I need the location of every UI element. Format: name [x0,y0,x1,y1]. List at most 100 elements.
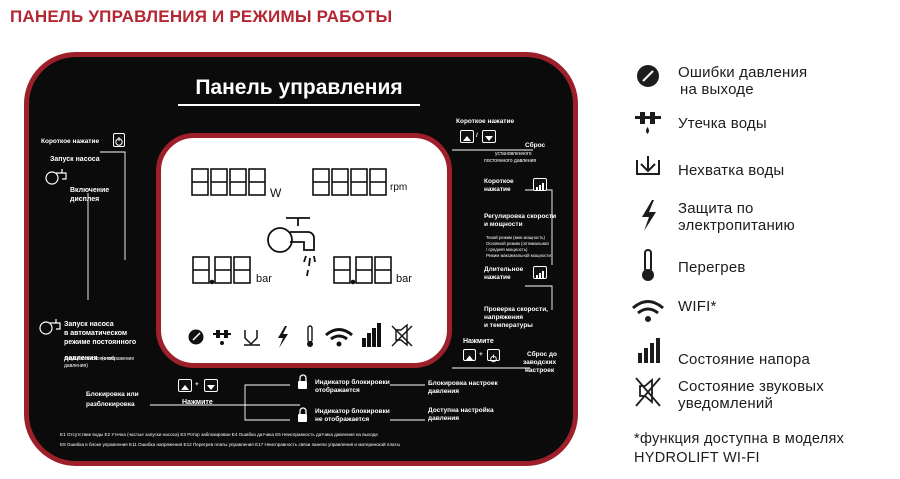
bars-icon [536,183,544,191]
pressure-unit-right: bar [396,273,412,285]
power-button-combo[interactable] [487,349,500,363]
mode-main-2: / средняя мощность) [486,247,528,252]
up-button[interactable] [460,130,474,143]
auto-label-4: давления [64,355,98,362]
check-label-2: напряжения [484,314,523,321]
short-press-2b: нажатие [484,186,511,193]
legend-wifi: WIFI* [678,298,717,315]
slash-separator: / [476,132,478,139]
short-press-1: Короткое нажатие [456,118,515,125]
up-button-combo[interactable] [463,349,476,361]
lock-label-1: Блокировка или [86,391,139,398]
short-press-label: Короткое нажатие [41,138,100,145]
speed-digits [312,168,387,196]
indicator-shown-1: Индикатор блокировки [315,379,390,386]
available-label-2: давления [428,415,460,422]
up-button-lock[interactable] [178,379,192,392]
reset-label-3: постоянного давления [484,158,537,164]
down-button-lock[interactable] [204,379,218,392]
mode-max: Режим максимальной мощности [486,253,551,258]
display-status-icons [188,323,413,348]
mute-icon [635,377,661,407]
press-label-right: Нажмите [463,338,494,345]
up-arrow-icon [463,136,471,141]
locked-label-1: Блокировка настроек [428,380,498,387]
power-icon [490,354,497,363]
up-arrow-icon [181,385,189,390]
check-label-3: и температуры [484,322,533,329]
power-unit: W [270,186,282,200]
power-button[interactable] [113,133,125,147]
pressure-gauge-icon [637,65,659,87]
power-digits [191,168,266,196]
mode-main: Основной режим (оптимальная [486,241,549,246]
factory-label-3: настроек [525,367,555,374]
speed-unit: rpm [390,182,408,193]
pressure-bars-icon [638,338,660,363]
short-press-2: Короткое [484,178,514,185]
error-codes-line-2: E8 Ошибка в блоке управления E11 Ошибка … [60,442,400,447]
faucet-icon [267,217,316,277]
heading-underline [178,104,420,106]
legend-water-leak: Утечка воды [678,115,767,132]
auto-label-1: Запуск насоса [64,321,114,328]
bars-icon [536,271,544,279]
display-on-label-1: Включение [70,187,110,194]
up-arrow-icon [466,355,473,360]
display-on-label-2: дисплея [70,196,100,203]
footnote: *функция доступна в моделях HYDROLIFT WI… [634,431,845,466]
long-press-1: Длительное [484,266,524,273]
lock-icons [298,374,307,422]
water-leak-icon [635,112,661,134]
down-arrow-icon [485,136,493,141]
legend-overheat: Перегрев [678,259,746,276]
available-label-1: Доступна настройка [428,407,494,414]
auto-label-3: режиме постоянного [64,339,137,346]
pump-start-label: Запуск насоса [50,156,100,163]
plus-sign-lock: + [195,381,199,388]
long-press-2: нажатие [484,274,511,281]
pressure-unit-left: bar [256,273,272,285]
thermometer-icon [642,249,654,281]
factory-label-2: заводских [523,359,557,366]
panel-heading: Панель управления [195,76,403,99]
indicator-hidden-2: не отображается [315,416,370,423]
factory-label-1: Сброс до [527,351,557,358]
lightning-icon [642,200,656,231]
down-arrow-icon [207,385,215,390]
wifi-icon [632,300,664,322]
press-label-bottom: Нажмите [182,399,213,406]
auto-label-2: в автоматическом [64,330,128,337]
legend-water-shortage: Нехватка воды [678,162,785,179]
pressure-digits-right [333,256,392,285]
error-codes-line-1: E1 Отсутствие воды E2 Утечка (частые зап… [60,432,378,437]
adjust-label-1: Регулировка скорости [484,213,557,220]
reset-label-1: Сброс [525,142,546,149]
lock-label-2: разблокировка [86,401,135,408]
power-icon [115,137,123,146]
pressure-level-button-2[interactable] [533,266,547,279]
down-button[interactable] [482,130,496,143]
mode-quiet: Тихий режим (мин.мощность) [486,235,545,240]
reset-label-2: установленного [495,151,532,157]
plus-sign: + [479,351,483,358]
auto-label-4-row: давления (отображение [64,347,134,365]
water-shortage-icon [636,156,660,175]
check-label-1: Проверка скорости, [484,306,548,313]
indicator-shown-2: отображается [315,387,360,394]
side-faucet-icons [39,169,67,335]
pressure-digits-left [192,256,251,285]
legend-pressure-state: Состояние напора [678,351,810,368]
auto-label-6: давления) [64,363,88,369]
auto-label-4-extra: (отображение [101,356,135,362]
page-title: ПАНЕЛЬ УПРАВЛЕНИЯ И РЕЖИМЫ РАБОТЫ [10,7,393,26]
legend-icons [632,65,664,407]
auto-label-5: текущего постоянного [64,356,115,362]
pressure-level-button-1[interactable] [533,178,547,191]
locked-label-2: давления [428,388,460,395]
indicator-hidden-1: Индикатор блокировки [315,408,390,415]
adjust-label-2: и мощности [484,221,523,228]
